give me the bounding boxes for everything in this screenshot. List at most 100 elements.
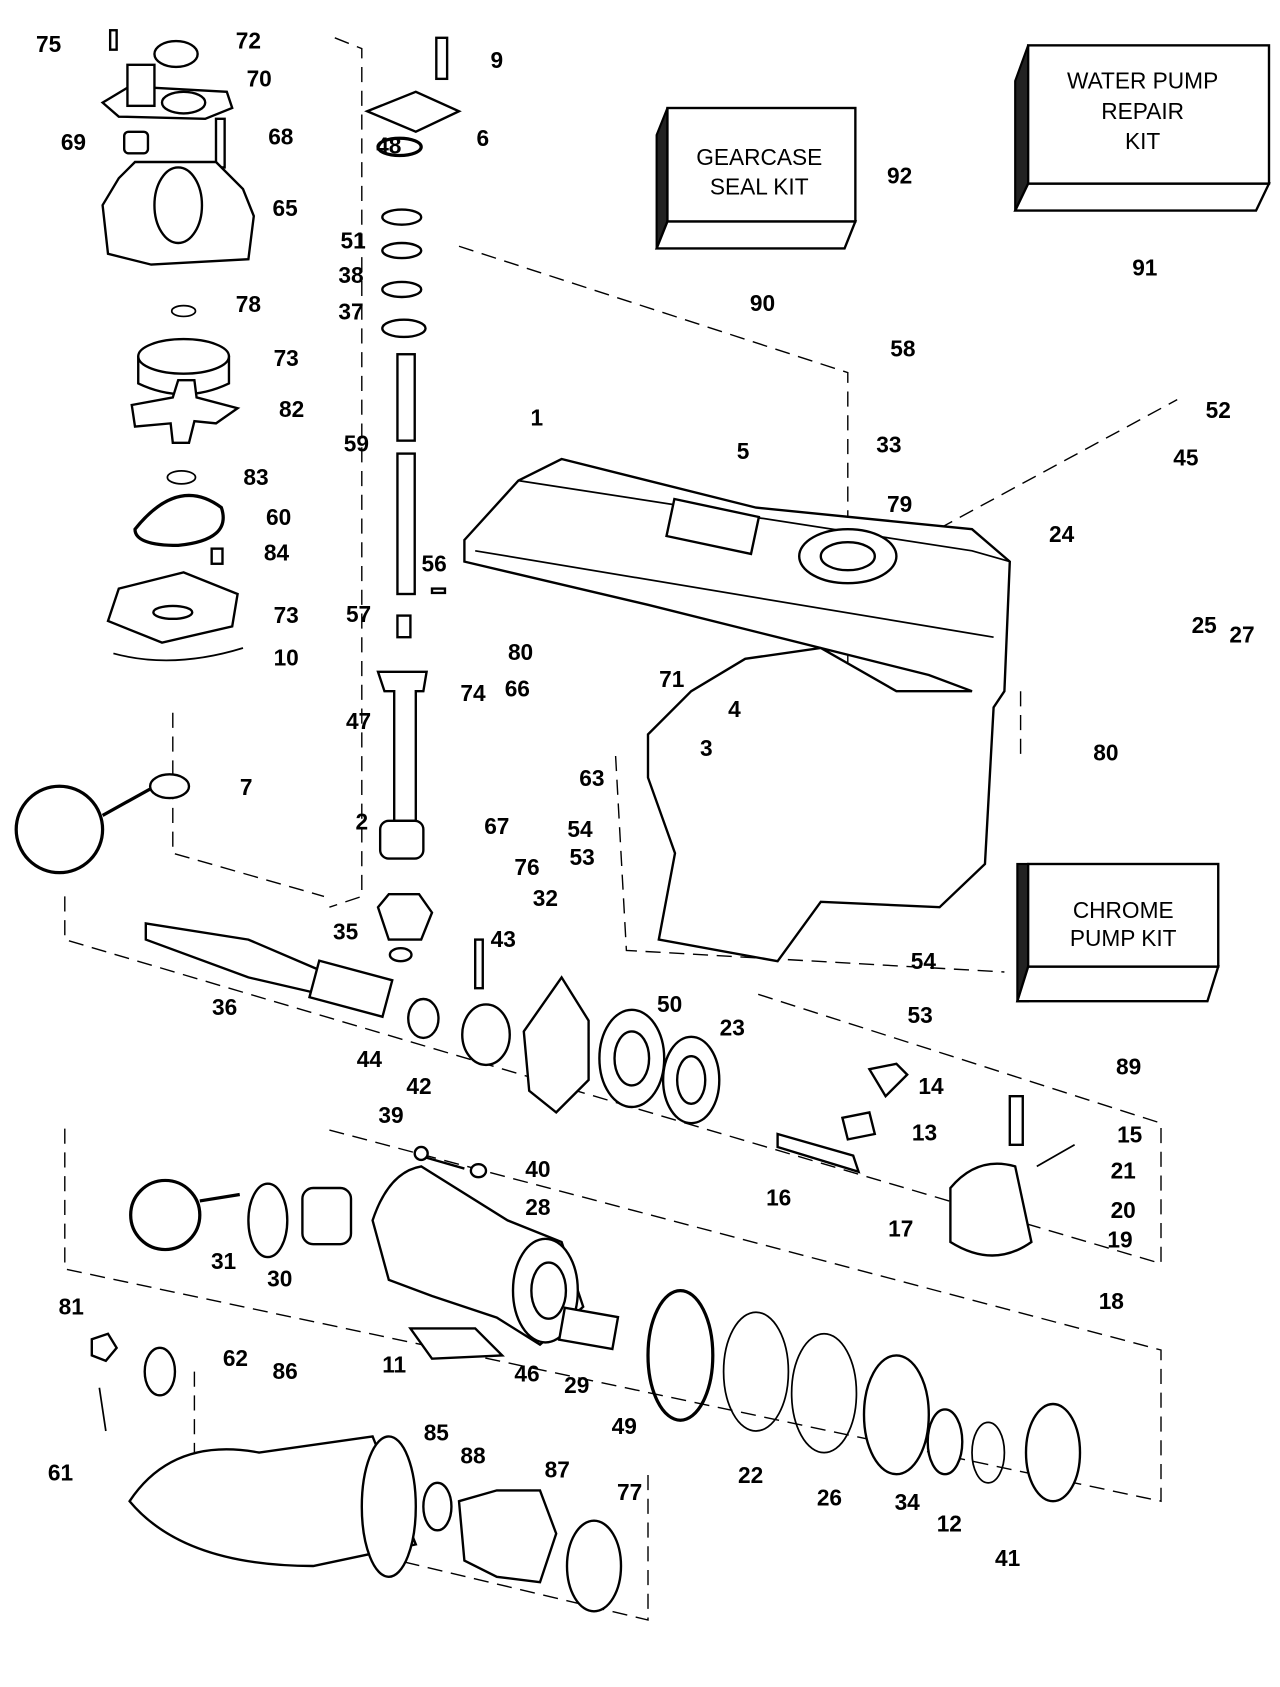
part-label-52: 52 [1206, 397, 1231, 423]
part-label-69: 69 [61, 129, 86, 155]
part-label-42: 42 [406, 1073, 431, 1099]
part-label-77: 77 [617, 1479, 642, 1505]
part-label-27: 27 [1229, 622, 1254, 648]
part-label-73: 73 [274, 345, 299, 371]
part-label-60: 60 [266, 504, 291, 530]
part-label-12: 12 [937, 1510, 962, 1536]
part-label-78: 78 [236, 291, 261, 317]
part-label-43: 43 [491, 926, 516, 952]
part-label-6: 6 [476, 125, 489, 151]
water-pump-parts [100, 29, 256, 800]
part-label-85: 85 [424, 1420, 449, 1446]
part-label-36: 36 [212, 994, 237, 1020]
part-label-53: 53 [570, 844, 595, 870]
part-label-14: 14 [918, 1073, 944, 1099]
part-label-47: 47 [346, 708, 371, 734]
part-label-74: 74 [460, 680, 486, 706]
part-label-57: 57 [346, 601, 371, 627]
part-label-70: 70 [247, 65, 272, 91]
part-label-79: 79 [887, 491, 912, 517]
part-label-24: 24 [1049, 521, 1075, 547]
part-label-82: 82 [279, 396, 304, 422]
kit-text-line: CHROME [1073, 897, 1174, 923]
kit-text-line: WATER PUMP [1067, 68, 1218, 94]
part-label-7: 7 [240, 774, 253, 800]
part-label-56: 56 [422, 550, 447, 576]
part-label-32: 32 [533, 885, 558, 911]
part-label-13: 13 [912, 1119, 937, 1145]
part-label-3: 3 [700, 735, 713, 761]
part-label-81: 81 [59, 1293, 84, 1319]
part-label-59: 59 [344, 430, 369, 456]
part-label-17: 17 [888, 1216, 913, 1242]
part-label-68: 68 [268, 124, 293, 150]
part-label-40: 40 [525, 1156, 550, 1182]
part-label-23: 23 [720, 1015, 745, 1041]
kit-text-line: PUMP KIT [1070, 925, 1177, 951]
part-label-11: 11 [382, 1352, 406, 1378]
part-label-73: 73 [274, 602, 299, 628]
part-label-5: 5 [737, 438, 750, 464]
part-label-88: 88 [460, 1442, 485, 1468]
part-label-72: 72 [236, 28, 261, 54]
kit-text-line: REPAIR [1101, 98, 1184, 124]
gearcase-housing [463, 457, 1012, 963]
part-label-54: 54 [911, 948, 937, 974]
part-label-61: 61 [48, 1460, 73, 1486]
part-label-1: 1 [530, 405, 543, 431]
part-label-75: 75 [36, 31, 61, 57]
part-label-33: 33 [876, 432, 901, 458]
part-label-41: 41 [995, 1545, 1020, 1571]
part-label-35: 35 [333, 919, 358, 945]
part-label-86: 86 [273, 1358, 298, 1384]
assembly-guide-lines [64, 37, 1178, 1621]
part-label-76: 76 [514, 854, 539, 880]
propshaft-parts [144, 922, 1076, 1257]
part-label-80: 80 [508, 639, 533, 665]
part-label-4: 4 [728, 696, 741, 722]
kit-text-line: SEAL KIT [710, 173, 809, 199]
part-label-50: 50 [657, 991, 682, 1017]
part-label-83: 83 [243, 464, 268, 490]
part-label-18: 18 [1099, 1288, 1124, 1314]
part-label-26: 26 [817, 1485, 842, 1511]
lubricant-icon [14, 784, 152, 875]
part-label-66: 66 [505, 676, 530, 702]
kit-text-line: GEARCASE [696, 144, 822, 170]
part-label-90: 90 [750, 290, 775, 316]
part-label-25: 25 [1192, 612, 1217, 638]
part-label-71: 71 [659, 666, 684, 692]
part-label-63: 63 [579, 765, 604, 791]
part-label-2: 2 [355, 808, 368, 834]
water-pump-repair-kit-box: WATER PUMP REPAIR KIT [1013, 44, 1271, 212]
part-label-48: 48 [376, 132, 401, 158]
part-label-20: 20 [1111, 1197, 1136, 1223]
part-label-39: 39 [378, 1102, 403, 1128]
part-label-49: 49 [612, 1413, 637, 1439]
propeller-parts [90, 1332, 623, 1613]
part-label-16: 16 [766, 1184, 791, 1210]
part-label-51: 51 [341, 227, 366, 253]
part-label-30: 30 [267, 1265, 292, 1291]
part-label-28: 28 [525, 1194, 550, 1220]
part-label-9: 9 [490, 47, 503, 73]
part-label-15: 15 [1117, 1122, 1142, 1148]
part-label-38: 38 [338, 262, 363, 288]
part-label-65: 65 [273, 195, 298, 221]
part-label-67: 67 [484, 813, 509, 839]
part-label-37: 37 [338, 299, 363, 325]
part-label-80: 80 [1093, 739, 1118, 765]
bearing-housing-parts [135, 1145, 1082, 1503]
part-label-45: 45 [1173, 444, 1198, 470]
part-label-62: 62 [223, 1345, 248, 1371]
part-label-91: 91 [1132, 254, 1157, 280]
part-label-53: 53 [908, 1002, 933, 1028]
part-label-19: 19 [1107, 1226, 1132, 1252]
part-label-29: 29 [564, 1372, 589, 1398]
part-label-10: 10 [274, 644, 299, 670]
part-label-44: 44 [357, 1046, 383, 1072]
part-label-31: 31 [211, 1248, 236, 1274]
part-label-34: 34 [895, 1489, 921, 1515]
